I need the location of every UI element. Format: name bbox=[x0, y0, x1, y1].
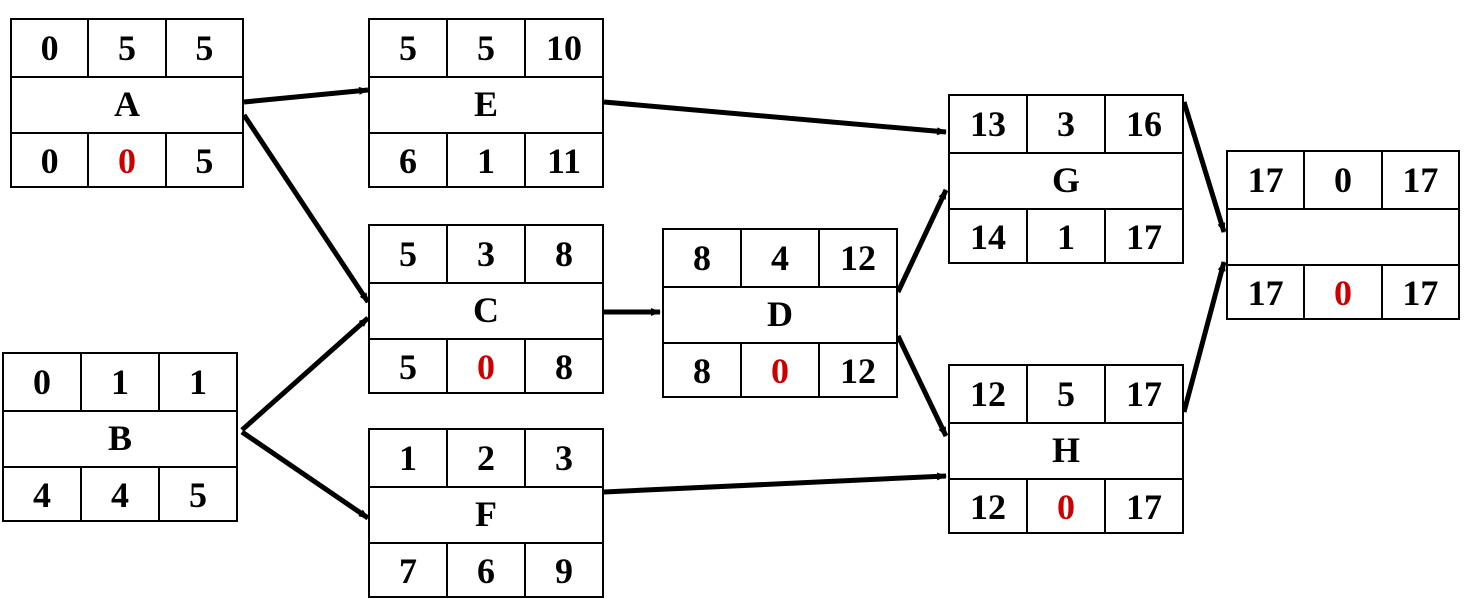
activity-name: E bbox=[473, 84, 498, 124]
late-finish: 17 bbox=[1380, 266, 1458, 320]
duration: 5 bbox=[1026, 366, 1104, 422]
slack: 0 bbox=[740, 344, 818, 398]
node-b: 0 1 1 B 4 4 5 bbox=[2, 352, 238, 522]
edge-b-f bbox=[240, 429, 370, 521]
node-d: 8 4 12 D 8 0 12 bbox=[662, 228, 898, 398]
late-start: 7 bbox=[399, 551, 417, 591]
edge-a-e bbox=[243, 86, 369, 105]
late-start: 8 bbox=[693, 351, 711, 391]
duration: 1 bbox=[80, 354, 158, 410]
duration: 4 bbox=[740, 230, 818, 286]
late-start: 4 bbox=[33, 475, 51, 515]
activity-name: A bbox=[114, 84, 140, 124]
edge-a-c bbox=[241, 113, 371, 304]
early-finish: 3 bbox=[524, 430, 602, 486]
early-finish: 1 bbox=[158, 354, 236, 410]
node-e: 5 5 10 E 6 1 11 bbox=[368, 18, 604, 188]
late-finish: 12 bbox=[818, 344, 896, 398]
early-finish: 5 bbox=[164, 20, 242, 76]
late-finish: 17 bbox=[1104, 480, 1182, 534]
duration: 2 bbox=[446, 430, 524, 486]
slack: 0 bbox=[1303, 266, 1380, 320]
early-start: 5 bbox=[399, 28, 417, 68]
early-start: 17 bbox=[1247, 160, 1284, 200]
activity-name: F bbox=[475, 494, 497, 534]
early-finish: 17 bbox=[1380, 152, 1458, 208]
activity-name: C bbox=[473, 290, 499, 330]
slack: 0 bbox=[87, 134, 164, 188]
duration: 3 bbox=[1026, 96, 1104, 152]
edge-d-h bbox=[895, 334, 949, 438]
edge-b-c bbox=[240, 316, 370, 432]
early-start: 5 bbox=[399, 234, 417, 274]
late-finish: 5 bbox=[158, 468, 236, 522]
early-finish: 10 bbox=[524, 20, 602, 76]
late-start: 14 bbox=[970, 217, 1006, 257]
slack: 0 bbox=[446, 340, 524, 394]
duration: 5 bbox=[87, 20, 164, 76]
duration: 0 bbox=[1303, 152, 1380, 208]
late-finish: 8 bbox=[524, 340, 602, 394]
early-finish: 16 bbox=[1104, 96, 1182, 152]
node-h: 12 5 17 H 12 0 17 bbox=[948, 364, 1184, 534]
late-start: 12 bbox=[970, 487, 1006, 527]
early-start: 1 bbox=[399, 438, 417, 478]
duration: 5 bbox=[446, 20, 524, 76]
node-f: 1 2 3 F 7 6 9 bbox=[368, 428, 604, 598]
late-start: 5 bbox=[399, 347, 417, 387]
node-a: 0 5 5 A 0 0 5 bbox=[10, 18, 244, 188]
early-start: 8 bbox=[693, 238, 711, 278]
activity-name: H bbox=[1051, 430, 1080, 470]
slack: 0 bbox=[1026, 480, 1104, 534]
activity-name bbox=[1228, 208, 1458, 264]
node-g: 13 3 16 G 14 1 17 bbox=[948, 94, 1184, 264]
late-finish: 17 bbox=[1104, 210, 1182, 264]
duration: 3 bbox=[446, 226, 524, 282]
early-finish: 8 bbox=[524, 226, 602, 282]
edge-d-g bbox=[895, 188, 949, 294]
node-c: 5 3 8 C 5 0 8 bbox=[368, 224, 604, 394]
activity-name: G bbox=[1051, 160, 1080, 200]
edge-g-end bbox=[1181, 101, 1227, 233]
slack: 6 bbox=[446, 544, 524, 598]
early-finish: 17 bbox=[1104, 366, 1182, 422]
slack: 4 bbox=[80, 468, 158, 522]
early-finish: 12 bbox=[818, 230, 896, 286]
activity-name: B bbox=[107, 418, 132, 458]
late-finish: 11 bbox=[524, 134, 602, 188]
edge-h-end bbox=[1181, 261, 1227, 413]
activity-name: D bbox=[767, 294, 793, 334]
late-start: 6 bbox=[399, 141, 417, 181]
node-end: 17 0 17 17 0 17 bbox=[1226, 150, 1460, 320]
early-start: 12 bbox=[970, 374, 1006, 414]
slack: 1 bbox=[446, 134, 524, 188]
early-start: 0 bbox=[40, 28, 59, 68]
early-start: 0 bbox=[33, 362, 51, 402]
edge-f-h bbox=[603, 472, 947, 495]
late-start: 0 bbox=[40, 141, 59, 181]
late-finish: 9 bbox=[524, 544, 602, 598]
early-start: 13 bbox=[970, 104, 1006, 144]
slack: 1 bbox=[1026, 210, 1104, 264]
late-start: 17 bbox=[1247, 273, 1284, 313]
edge-e-g bbox=[603, 99, 947, 136]
late-finish: 5 bbox=[164, 134, 242, 188]
